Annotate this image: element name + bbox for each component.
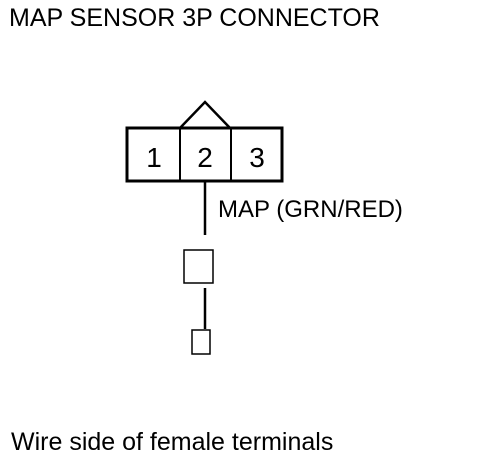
diagram-title: MAP SENSOR 3P CONNECTOR (9, 4, 380, 32)
pin-1-label: 1 (146, 142, 162, 173)
terminal-box-lower (191, 329, 211, 355)
terminal-box-upper (183, 249, 214, 284)
pin-3-label: 3 (249, 142, 265, 173)
connector-key-tab (179, 100, 231, 129)
wire-label: MAP (GRN/RED) (218, 196, 403, 223)
pin-2-label: 2 (197, 142, 213, 173)
footer-caption: Wire side of female terminals (11, 428, 334, 456)
